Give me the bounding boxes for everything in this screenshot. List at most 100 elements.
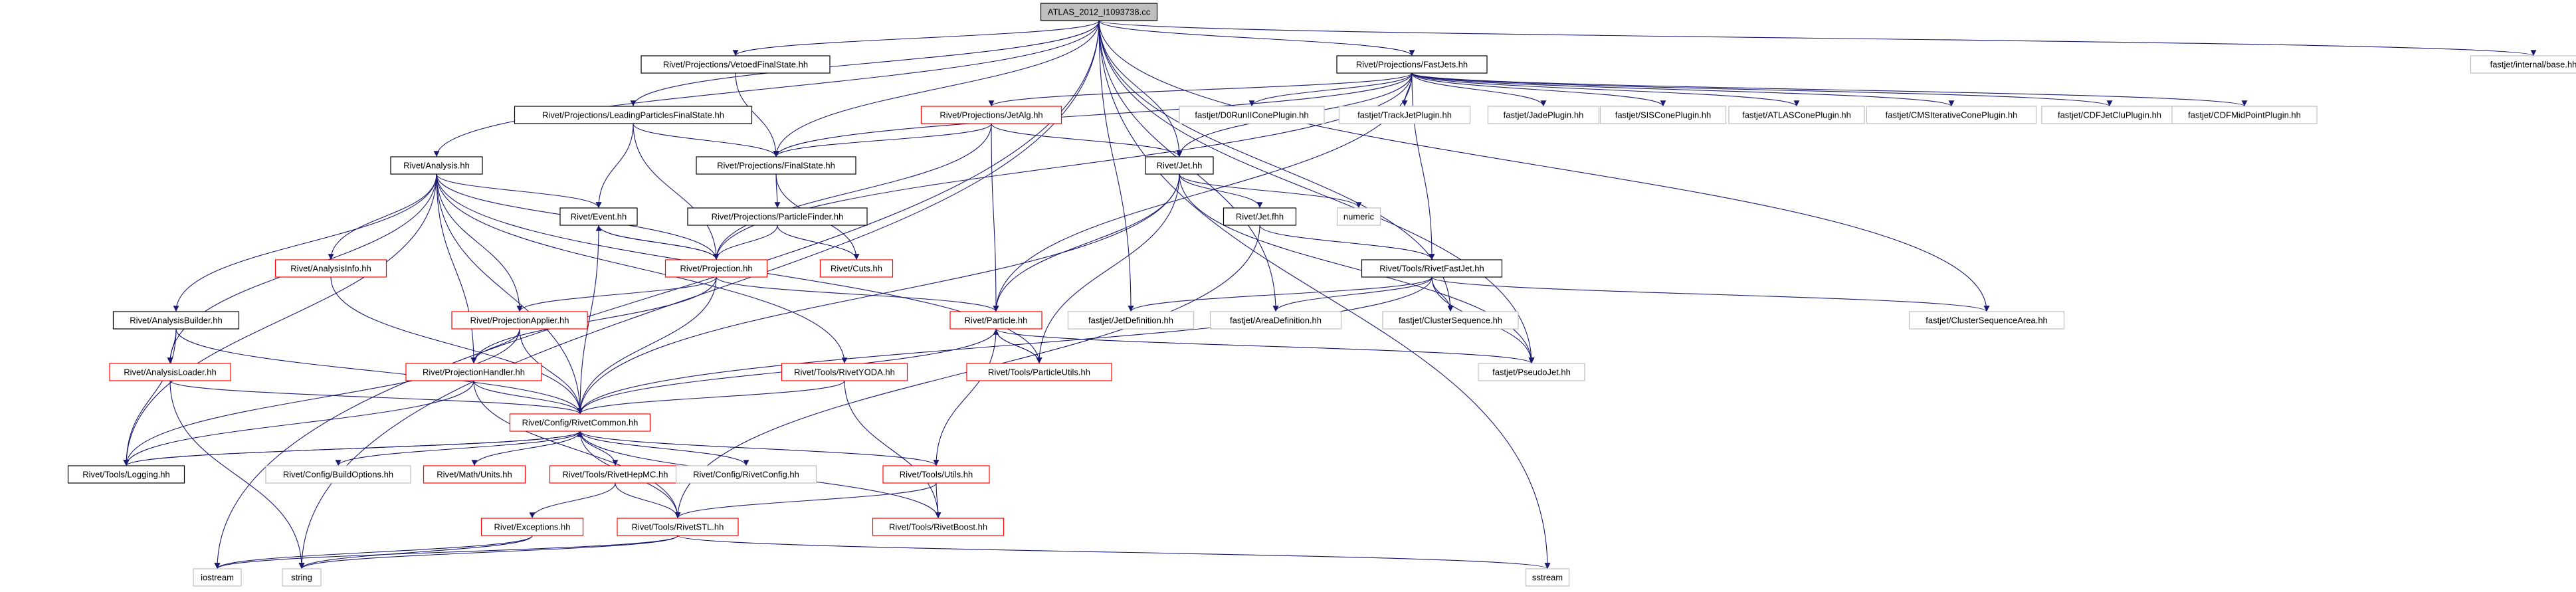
node-mathunits[interactable]: Rivet/Math/Units.hh	[423, 465, 526, 484]
node-utils[interactable]: Rivet/Tools/Utils.hh	[882, 465, 990, 484]
node-rivetfastjet[interactable]: Rivet/Tools/RivetFastJet.hh	[1361, 259, 1503, 278]
node-label-jade: fastjet/JadePlugin.hh	[1504, 110, 1584, 120]
node-cdfmid[interactable]: fastjet/CDFMidPointPlugin.hh	[2171, 106, 2318, 124]
node-buildoptions[interactable]: Rivet/Config/BuildOptions.hh	[265, 465, 411, 484]
node-projection[interactable]: Rivet/Projection.hh	[664, 259, 768, 278]
edge-jetalg-to-finalstate	[773, 123, 992, 157]
node-logging[interactable]: Rivet/Tools/Logging.hh	[67, 465, 185, 484]
node-label-rivethepmc: Rivet/Tools/RivetHepMC.hh	[563, 470, 668, 480]
edge-projection-to-event	[595, 225, 717, 260]
node-label-root: ATLAS_2012_I1093738.cc	[1048, 7, 1151, 17]
node-box-jetdef	[1067, 311, 1195, 330]
node-label-fastjets: Rivet/Projections/FastJets.hh	[1356, 60, 1468, 70]
node-projhandler[interactable]: Rivet/ProjectionHandler.hh	[405, 363, 542, 381]
node-exceptions[interactable]: Rivet/Exceptions.hh	[480, 518, 584, 536]
node-jetdef[interactable]: fastjet/JetDefinition.hh	[1067, 311, 1195, 330]
node-fastjets[interactable]: Rivet/Projections/FastJets.hh	[1336, 55, 1488, 74]
node-label-finalstate: Rivet/Projections/FinalState.hh	[717, 161, 835, 171]
edge-fastjets-to-jetalg	[988, 72, 1413, 107]
node-jetfhh[interactable]: Rivet/Jet.fhh	[1223, 207, 1297, 226]
node-label-projhandler: Rivet/ProjectionHandler.hh	[423, 367, 525, 377]
node-internalbase[interactable]: fastjet/internal/base.hh	[2470, 55, 2576, 74]
edge-root-to-fastjets	[1098, 20, 1415, 56]
node-box-projapplier	[451, 311, 588, 330]
edge-fastjets-to-d0run	[1248, 72, 1413, 107]
edge-rivetfastjet-to-areadef	[1272, 276, 1433, 312]
node-jade[interactable]: fastjet/JadePlugin.hh	[1487, 106, 1600, 124]
node-rivetboost[interactable]: Rivet/Tools/RivetBoost.hh	[872, 518, 1005, 536]
node-label-event: Rivet/Event.hh	[571, 212, 627, 222]
edge-root-to-analysis	[433, 20, 1100, 157]
node-pseudojet[interactable]: fastjet/PseudoJet.hh	[1478, 363, 1585, 381]
node-rivetcommon[interactable]: Rivet/Config/RivetCommon.hh	[509, 413, 651, 432]
edge-utils-to-rivetboost	[935, 482, 941, 519]
node-box-mathunits	[423, 465, 526, 484]
node-box-analysisloader	[109, 363, 231, 381]
edge-root-to-sstream	[1098, 20, 1551, 569]
node-particle[interactable]: Rivet/Particle.hh	[949, 311, 1042, 330]
node-vetoed[interactable]: Rivet/Projections/VetoedFinalState.hh	[641, 55, 831, 74]
edge-jet-to-numeric	[1179, 173, 1362, 209]
edge-rivetstl-to-string	[298, 535, 678, 569]
edge-root-to-clusterseqarea	[1098, 20, 1990, 312]
edge-jetfhh-to-rivetfastjet	[1259, 225, 1435, 260]
edge-projection-to-particle	[716, 276, 999, 312]
node-areadef[interactable]: fastjet/AreaDefinition.hh	[1209, 311, 1342, 330]
node-jetalg[interactable]: Rivet/Projections/JetAlg.hh	[920, 106, 1062, 124]
node-particleutils[interactable]: Rivet/Tools/ParticleUtils.hh	[966, 363, 1112, 381]
node-sstream[interactable]: sstream	[1525, 568, 1570, 587]
node-box-buildoptions	[265, 465, 411, 484]
edge-root-to-jetdef	[1098, 20, 1134, 312]
node-analysisinfo[interactable]: Rivet/AnalysisInfo.hh	[274, 259, 387, 278]
node-label-rivetconfig: Rivet/Config/RivetConfig.hh	[693, 470, 799, 480]
node-finalstate[interactable]: Rivet/Projections/FinalState.hh	[696, 156, 856, 175]
node-box-rivetcommon	[509, 413, 651, 432]
node-jet[interactable]: Rivet/Jet.hh	[1145, 156, 1214, 175]
node-rivetyoda[interactable]: Rivet/Tools/RivetYODA.hh	[781, 363, 908, 381]
edge-event-to-rivetcommon	[577, 225, 599, 415]
node-clusterseq[interactable]: fastjet/ClusterSequence.hh	[1382, 311, 1519, 330]
edge-fastjets-to-rivetfastjet	[1411, 72, 1435, 260]
node-analysisloader[interactable]: Rivet/AnalysisLoader.hh	[109, 363, 231, 381]
node-trackjet[interactable]: fastjet/TrackJetPlugin.hh	[1338, 106, 1471, 124]
edge-projection-to-rivetcommon	[577, 276, 717, 415]
node-box-rivetstl	[617, 518, 739, 536]
node-atlascone[interactable]: fastjet/ATLASConePlugin.hh	[1728, 106, 1865, 124]
node-analysisbuilder[interactable]: Rivet/AnalysisBuilder.hh	[112, 311, 240, 330]
node-partfinder[interactable]: Rivet/Projections/ParticleFinder.hh	[687, 207, 868, 226]
node-leading[interactable]: Rivet/Projections/LeadingParticlesFinalS…	[514, 106, 753, 124]
node-siscone[interactable]: fastjet/SISConePlugin.hh	[1599, 106, 1727, 124]
node-label-jet: Rivet/Jet.hh	[1157, 161, 1203, 171]
edge-rivetcommon-to-buildoptions	[335, 431, 581, 466]
node-box-particle	[949, 311, 1042, 330]
node-box-rivetfastjet	[1361, 259, 1503, 278]
node-rivetconfig[interactable]: Rivet/Config/RivetConfig.hh	[675, 465, 817, 484]
node-d0run[interactable]: fastjet/D0RunIIConePlugin.hh	[1179, 106, 1325, 124]
node-string[interactable]: string	[282, 568, 322, 587]
node-label-string: string	[291, 573, 312, 583]
node-root[interactable]: ATLAS_2012_I1093738.cc	[1040, 3, 1158, 21]
node-rivetstl[interactable]: Rivet/Tools/RivetSTL.hh	[617, 518, 739, 536]
edge-partfinder-to-cuts	[777, 225, 860, 260]
edge-jetalg-to-jet	[991, 123, 1183, 157]
node-cmsiter[interactable]: fastjet/CMSIterativeConePlugin.hh	[1866, 106, 2037, 124]
edge-projection-to-projapplier	[516, 276, 717, 312]
node-clusterseqarea[interactable]: fastjet/ClusterSequenceArea.hh	[1908, 311, 2065, 330]
node-box-particleutils	[966, 363, 1112, 381]
node-rivethepmc[interactable]: Rivet/Tools/RivetHepMC.hh	[549, 465, 682, 484]
edge-rivetyoda-to-rivetcommon	[577, 380, 845, 415]
node-iostream[interactable]: iostream	[193, 568, 242, 587]
node-label-cdfjetclu: fastjet/CDFJetCluPlugin.hh	[2058, 110, 2161, 120]
node-projapplier[interactable]: Rivet/ProjectionApplier.hh	[451, 311, 588, 330]
edge-exceptions-to-string	[298, 535, 533, 569]
node-cuts[interactable]: Rivet/Cuts.hh	[819, 259, 894, 278]
edge-root-to-jet	[1098, 20, 1183, 157]
edge-analysis-to-analysisbuilder	[173, 173, 437, 312]
node-box-rivetboost	[872, 518, 1005, 536]
edge-jet-to-particleutils	[1036, 173, 1180, 364]
node-cdfjetclu[interactable]: fastjet/CDFJetCluPlugin.hh	[2041, 106, 2178, 124]
node-event[interactable]: Rivet/Event.hh	[559, 207, 638, 226]
node-analysis[interactable]: Rivet/Analysis.hh	[390, 156, 483, 175]
edge-vetoed-to-finalstate	[735, 72, 779, 157]
node-numeric[interactable]: numeric	[1336, 207, 1381, 226]
